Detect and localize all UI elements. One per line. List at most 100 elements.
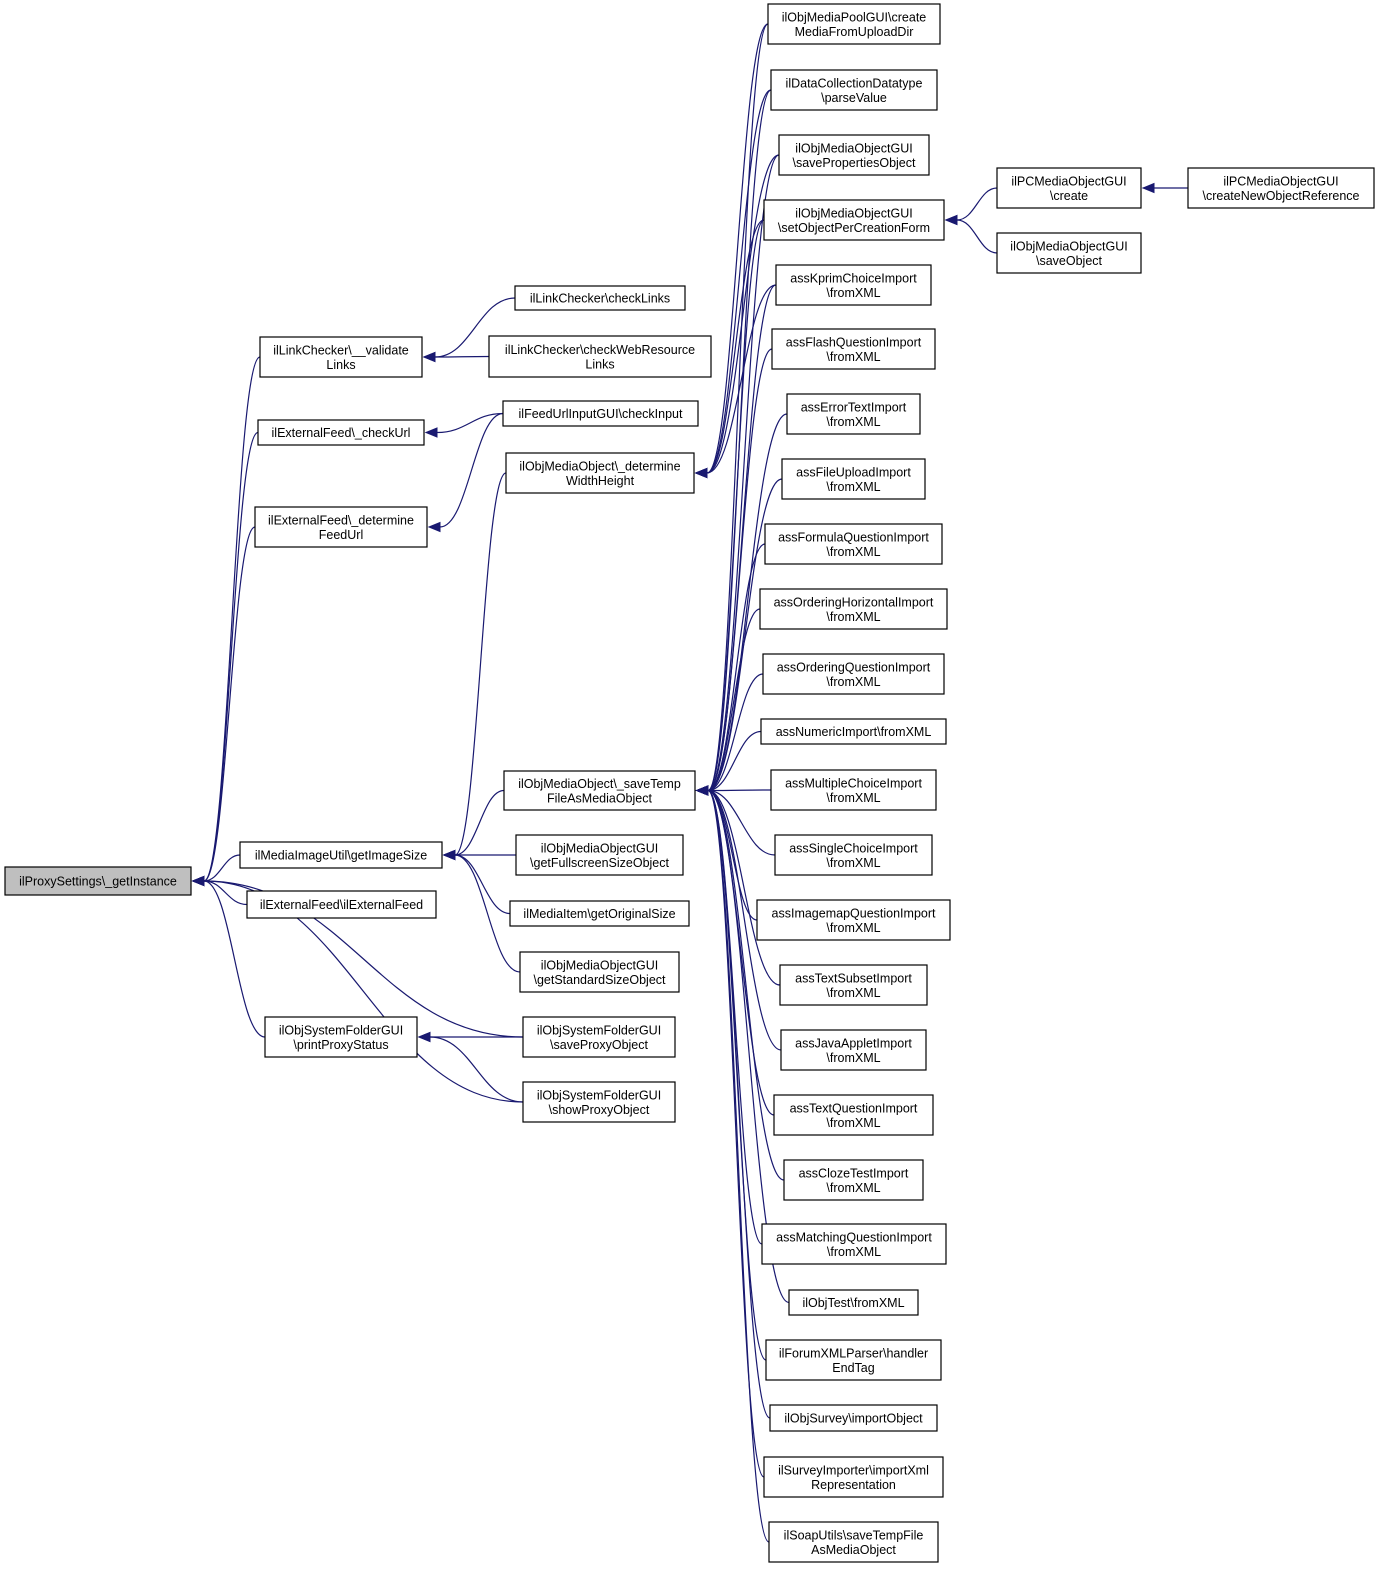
node-errortext[interactable]: assErrorTextImport\fromXML: [786, 393, 921, 435]
node-formula[interactable]: assFormulaQuestionImport\fromXML: [764, 523, 943, 565]
node-dcd_parse[interactable]: ilDataCollectionDatatype\parseValue: [770, 69, 938, 111]
node-fui_checkinput[interactable]: ilFeedUrlInputGUI\checkInput: [502, 400, 699, 427]
edge-line: [706, 154, 780, 474]
node-box: [514, 285, 686, 311]
node-osf_save[interactable]: ilObjSystemFolderGUI\saveProxyObject: [522, 1016, 676, 1058]
node-pcmo_createref[interactable]: ilPCMediaObjectGUI\createNewObjectRefere…: [1187, 167, 1375, 209]
node-label: assOrderingHorizontalImport: [774, 595, 934, 609]
node-label: ilMediaItem\getOriginalSize: [523, 907, 675, 921]
node-label: Links: [585, 357, 614, 371]
node-survey_import[interactable]: ilObjSurvey\importObject: [769, 1404, 938, 1432]
node-osf_show[interactable]: ilObjSystemFolderGUI\showProxyObject: [522, 1081, 676, 1123]
edge-line: [429, 1036, 524, 1103]
node-label: ilObjMediaObjectGUI: [541, 958, 658, 972]
edge-line: [706, 89, 772, 474]
node-ef_checkurl[interactable]: ilExternalFeed\_checkUrl: [257, 419, 425, 446]
edge-line: [707, 789, 790, 1304]
node-label: \printProxyStatus: [293, 1038, 388, 1052]
edge-line: [434, 297, 516, 358]
node-lc_checklinks[interactable]: ilLinkChecker\checkLinks: [514, 285, 686, 311]
node-mog_saveobject[interactable]: ilObjMediaObjectGUI\saveObject: [996, 232, 1142, 274]
node-box: [996, 232, 1142, 274]
edge-mpg_create-to-mo_determinewh: [694, 23, 769, 479]
node-label: \savePropertiesObject: [793, 156, 917, 170]
edge-line: [203, 356, 261, 882]
node-box: [781, 458, 926, 500]
edge-line: [707, 789, 770, 1543]
node-ef_ctor[interactable]: ilExternalFeed\ilExternalFeed: [246, 890, 437, 919]
node-label: FeedUrl: [319, 528, 363, 542]
node-root[interactable]: ilProxySettings\_getInstance: [4, 866, 192, 896]
node-orderhoriz[interactable]: assOrderingHorizontalImport\fromXML: [759, 588, 948, 630]
arrow-head-icon: [944, 214, 958, 226]
node-mog_setobj[interactable]: ilObjMediaObjectGUI\setObjectPerCreation…: [763, 199, 945, 241]
node-label: ilObjTest\fromXML: [802, 1296, 904, 1310]
node-objtest[interactable]: ilObjTest\fromXML: [788, 1289, 919, 1316]
node-miu_getimagesize[interactable]: ilMediaImageUtil\getImageSize: [239, 841, 443, 869]
node-box: [1187, 167, 1375, 209]
node-mog_fullscreen[interactable]: ilObjMediaObjectGUI\getFullscreenSizeObj…: [515, 834, 684, 876]
node-label: \fromXML: [826, 350, 880, 364]
node-matching[interactable]: assMatchingQuestionImport\fromXML: [761, 1223, 947, 1265]
node-mog_standard[interactable]: ilObjMediaObjectGUI\getStandardSizeObjec…: [519, 951, 680, 993]
node-fileupload[interactable]: assFileUploadImport\fromXML: [781, 458, 926, 500]
edge-line: [707, 789, 776, 856]
node-textq[interactable]: assTextQuestionImport\fromXML: [773, 1094, 934, 1136]
edge-kprim-to-mo_determinewh: [694, 284, 777, 479]
node-box: [254, 506, 428, 548]
node-imagemap[interactable]: assImagemapQuestionImport\fromXML: [756, 899, 951, 941]
node-textsubset[interactable]: assTextSubsetImport\fromXML: [779, 964, 928, 1006]
node-pcmo_create[interactable]: ilPCMediaObjectGUI\create: [996, 167, 1142, 209]
edge-fui_checkinput-to-ef_checkurl: [424, 412, 504, 438]
arrow-head-icon: [427, 521, 441, 533]
node-multiple[interactable]: assMultipleChoiceImport\fromXML: [770, 769, 937, 811]
edge-line: [454, 789, 505, 856]
node-box: [774, 834, 933, 876]
edge-line: [707, 23, 769, 792]
node-cloze[interactable]: assClozeTestImport\fromXML: [783, 1159, 924, 1201]
node-box: [775, 264, 932, 306]
edge-line: [203, 854, 241, 882]
edge-line: [707, 789, 771, 1419]
node-box: [783, 1159, 924, 1201]
node-mpg_create[interactable]: ilObjMediaPoolGUI\createMediaFromUploadD…: [767, 3, 941, 45]
node-box: [764, 523, 943, 565]
node-box: [767, 3, 941, 45]
node-label: ilExternalFeed\_checkUrl: [272, 426, 411, 440]
node-osf_print[interactable]: ilObjSystemFolderGUI\printProxyStatus: [264, 1016, 418, 1058]
node-orderq[interactable]: assOrderingQuestionImport\fromXML: [762, 653, 945, 695]
edge-line: [436, 412, 504, 434]
node-label: \showProxyObject: [549, 1103, 650, 1117]
node-label: ilObjMediaObjectGUI: [1010, 239, 1127, 253]
node-label: ilLinkChecker\checkWebResource: [505, 343, 695, 357]
node-label: assTextSubsetImport: [795, 971, 912, 985]
edge-line: [439, 412, 504, 528]
node-box: [257, 419, 425, 446]
edge-line: [707, 789, 763, 1245]
node-numeric[interactable]: assNumericImport\fromXML: [760, 718, 947, 745]
edge-osf_show-to-osf_print: [417, 1031, 524, 1103]
node-label: \fromXML: [826, 856, 880, 870]
edge-mo_savetemp-to-miu_getimagesize: [442, 789, 505, 861]
node-mog_saveprops[interactable]: ilObjMediaObjectGUI\savePropertiesObject: [778, 134, 930, 176]
node-mo_savetemp[interactable]: ilObjMediaObject\_saveTempFileAsMediaObj…: [503, 770, 696, 811]
node-single[interactable]: assSingleChoiceImport\fromXML: [774, 834, 933, 876]
node-kprim[interactable]: assKprimChoiceImport\fromXML: [775, 264, 932, 306]
node-mi_original[interactable]: ilMediaItem\getOriginalSize: [509, 900, 690, 927]
edge-line: [956, 187, 998, 221]
node-label: \fromXML: [826, 791, 880, 805]
node-javaapplet[interactable]: assJavaAppletImport\fromXML: [780, 1029, 927, 1071]
node-flash[interactable]: assFlashQuestionImport\fromXML: [771, 328, 936, 370]
node-box: [779, 964, 928, 1006]
node-label: \fromXML: [826, 986, 880, 1000]
node-label: ilObjSystemFolderGUI: [279, 1023, 403, 1037]
node-box: [768, 1521, 939, 1563]
node-label: \fromXML: [827, 1245, 881, 1259]
